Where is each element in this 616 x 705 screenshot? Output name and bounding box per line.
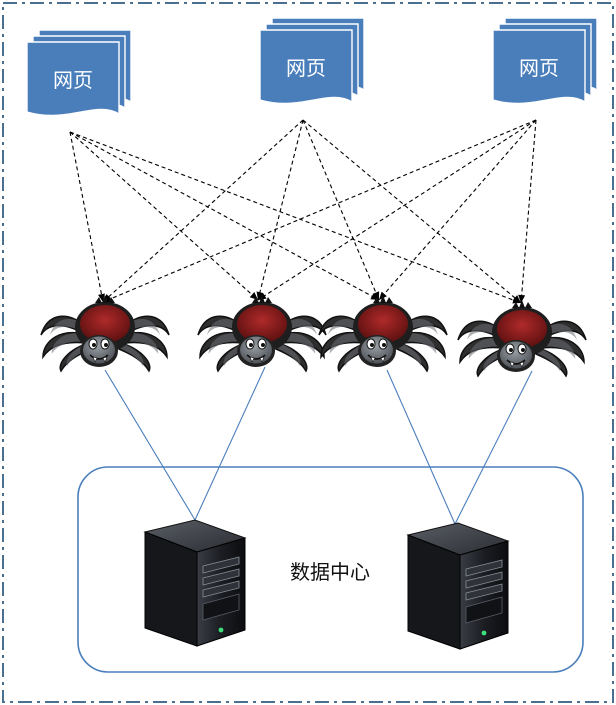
crawl-line-3-1	[102, 119, 537, 303]
server-icon	[406, 522, 510, 650]
crawl-arrowhead	[512, 295, 521, 303]
crawl-line-1-2	[69, 131, 259, 301]
crawl-arrowhead	[518, 294, 526, 303]
crawl-line-1-3	[69, 131, 380, 301]
spider-icon	[197, 295, 327, 373]
web-page-stack-2: 网页	[259, 17, 365, 105]
server-icon	[143, 519, 247, 647]
storage-link-4	[454, 370, 533, 525]
crawl-lines	[69, 119, 537, 304]
spider-icon	[40, 295, 170, 373]
crawl-line-1-4	[69, 131, 522, 304]
storage-link-1	[104, 369, 196, 521]
servers	[143, 519, 510, 650]
web-pages: 网页网页网页	[26, 17, 598, 117]
storage-link-3	[386, 369, 456, 525]
spiders	[40, 295, 587, 378]
crawl-line-2-3	[302, 119, 380, 301]
crawl-arrowhead	[256, 291, 264, 300]
crawl-arrowhead	[372, 291, 380, 300]
datacenter-box	[77, 466, 584, 673]
crawl-line-2-2	[257, 119, 304, 301]
crawl-line-2-4	[302, 119, 522, 304]
crawl-line-3-3	[378, 119, 537, 301]
datacenter-label: 数据中心	[290, 560, 370, 584]
spider-icon	[318, 295, 448, 373]
crawl-line-1-1	[69, 131, 104, 303]
web-page-stack-3: 网页	[492, 17, 598, 105]
web-page-label: 网页	[53, 68, 93, 92]
spider-icon	[457, 300, 587, 378]
web-page-label: 网页	[286, 56, 326, 80]
storage-links	[104, 366, 533, 525]
crawl-line-3-4	[520, 119, 537, 304]
crawl-line-2-1	[102, 119, 304, 303]
web-page-label: 网页	[519, 56, 559, 80]
crawl-line-3-2	[257, 119, 537, 301]
storage-link-2	[194, 366, 266, 521]
web-page-stack-1: 网页	[26, 29, 132, 117]
